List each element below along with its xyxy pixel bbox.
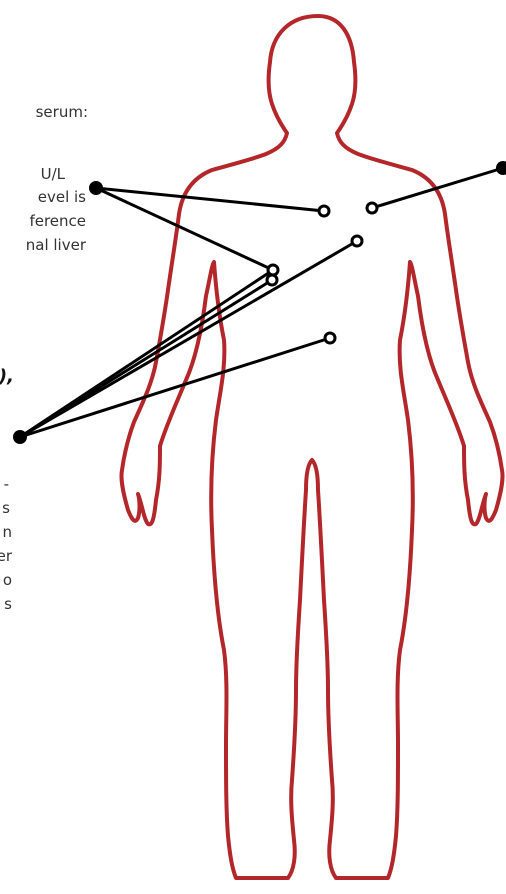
leader-right-to-chest-right xyxy=(372,168,503,208)
target-ring-chest-right xyxy=(367,203,377,213)
target-ring-abdomen-lower xyxy=(267,275,277,285)
anchor-dot-lower-left xyxy=(13,430,27,444)
target-ring-abdomen-upper xyxy=(268,265,278,275)
leader-lines xyxy=(20,168,503,437)
anchor-dot-upper-left xyxy=(89,181,103,195)
target-rings xyxy=(267,203,377,343)
leader-lower-to-chest-right xyxy=(20,241,357,437)
leader-lower-to-pelvis xyxy=(20,338,330,437)
target-ring-pelvis xyxy=(325,333,335,343)
human-body-outline xyxy=(121,16,502,878)
target-ring-chest-left xyxy=(319,206,329,216)
target-ring-sternum xyxy=(352,236,362,246)
anchor-dot-right xyxy=(496,161,506,175)
leader-upper-to-chest-left xyxy=(96,188,324,211)
